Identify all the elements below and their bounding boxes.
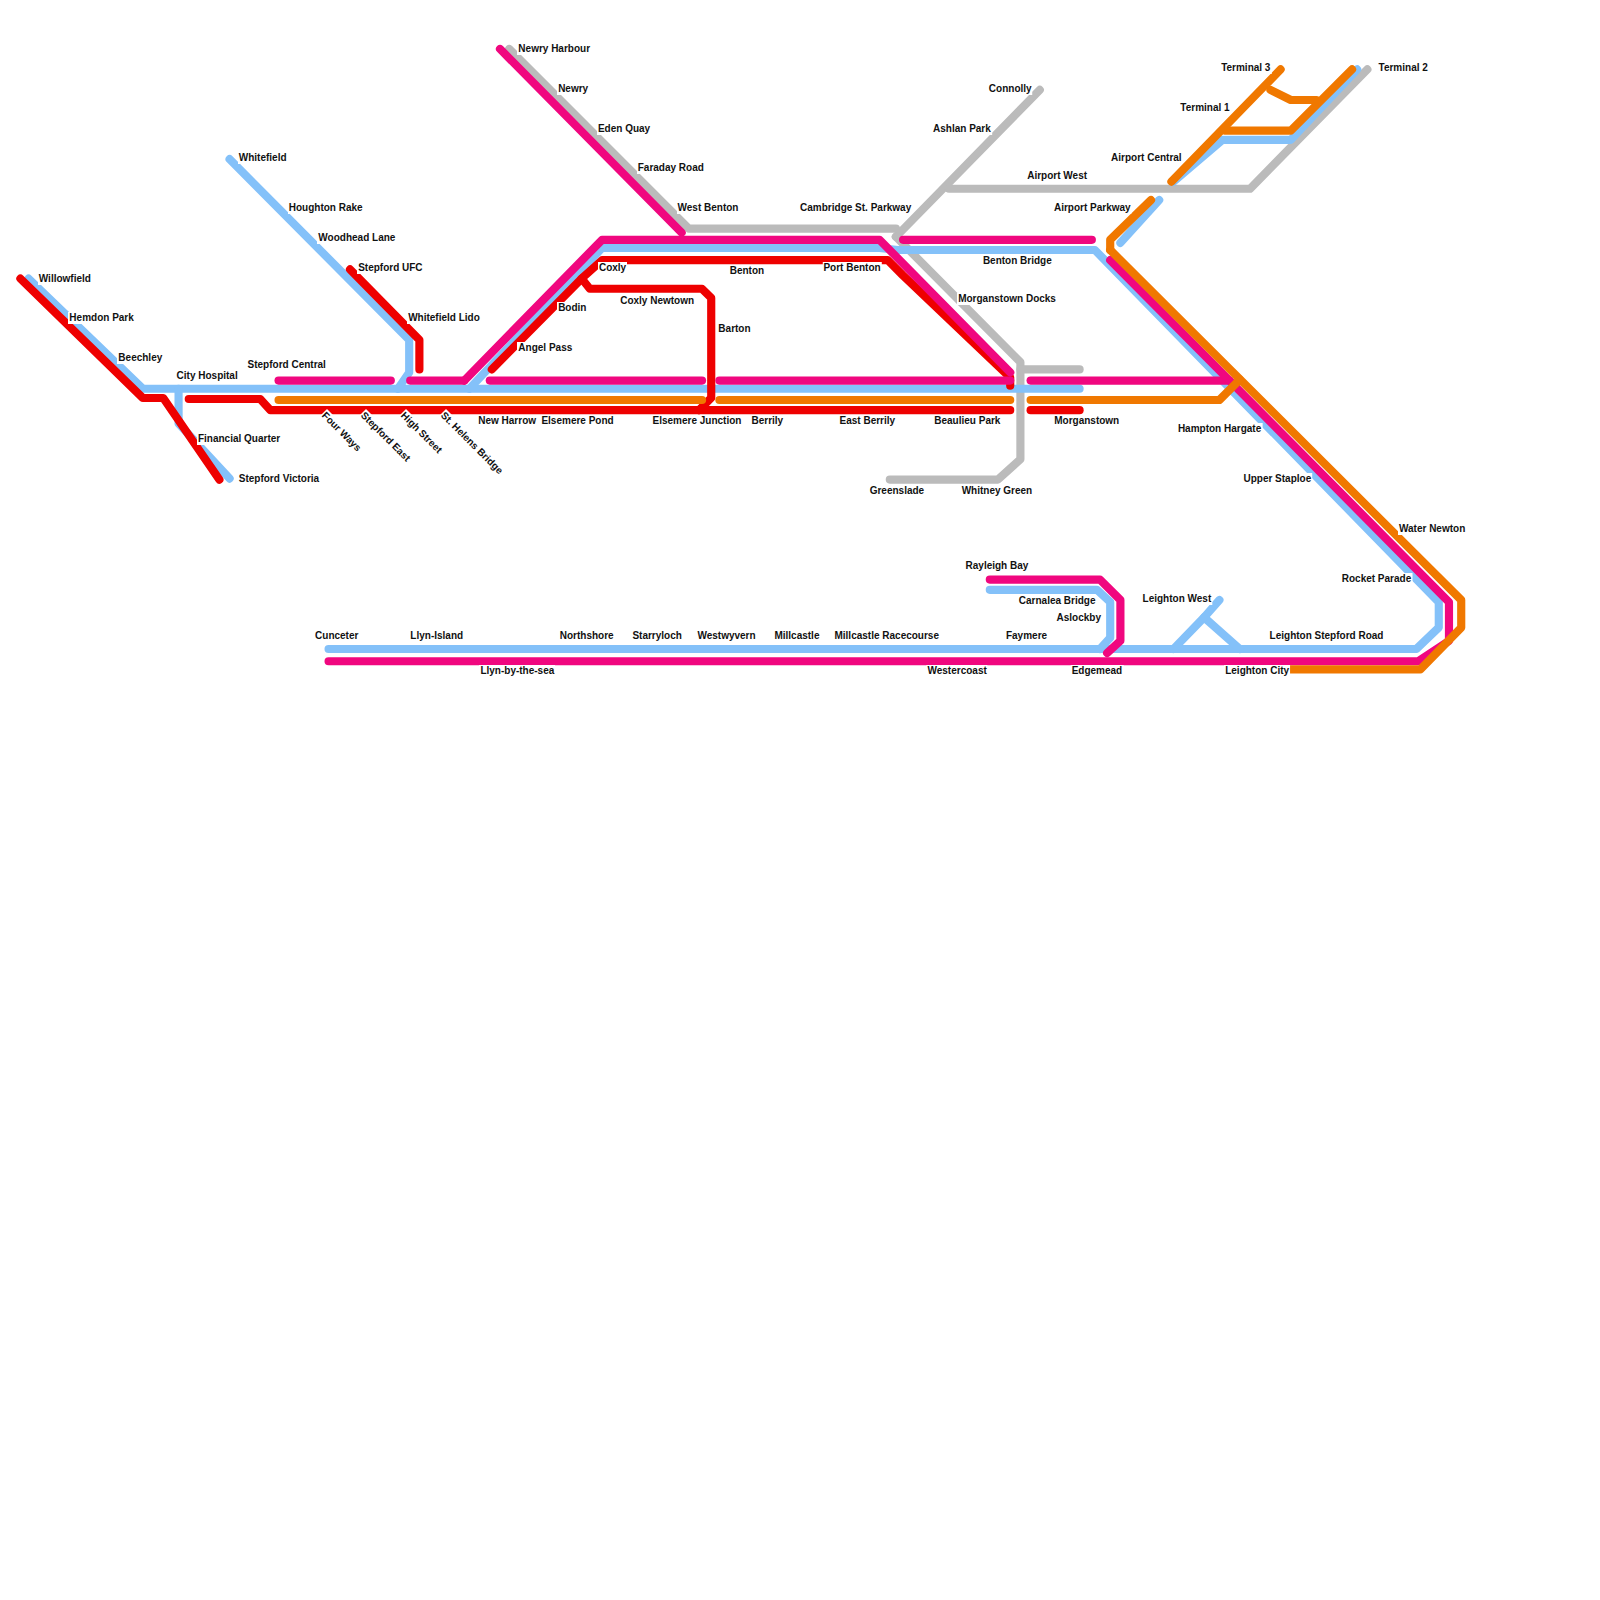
station-label: Stepford Central — [247, 359, 327, 371]
station-label: Benton — [729, 265, 765, 277]
station-label: Stepford UFC — [357, 262, 423, 274]
station-label: Starryloch — [631, 630, 682, 642]
station-label: Willowfield — [38, 273, 92, 285]
station-label: Leighton West — [1142, 593, 1213, 605]
station-label: Newry — [557, 83, 589, 95]
station-label: Cunceter — [314, 630, 359, 642]
station-label: Eden Quay — [597, 123, 651, 135]
station-label: Airport West — [1026, 170, 1088, 182]
station-label: Financial Quarter — [197, 433, 281, 445]
station-label: Carnalea Bridge — [1018, 595, 1097, 607]
station-label: Cambridge St. Parkway — [799, 202, 912, 214]
station-label: Terminal 2 — [1378, 62, 1429, 74]
station-label: Four Ways — [318, 409, 364, 455]
station-label: Houghton Rake — [288, 202, 364, 214]
station-label: Edgemead — [1071, 665, 1124, 677]
station-label: Benton Bridge — [982, 255, 1053, 267]
station-label: Water Newton — [1398, 523, 1466, 535]
station-label: Hampton Hargate — [1177, 423, 1262, 435]
station-label: Ashlan Park — [932, 123, 992, 135]
station-label: Westercoast — [926, 665, 987, 677]
orange-line — [279, 69, 1462, 669]
station-label: Airport Parkway — [1053, 202, 1132, 214]
station-label: Elsemere Junction — [651, 415, 742, 427]
station-label: Leighton Stepford Road — [1269, 630, 1385, 642]
station-label: Airport Central — [1110, 152, 1183, 164]
station-label: Connolly — [988, 83, 1033, 95]
station-label: Coxly — [598, 262, 627, 274]
station-label: Angel Pass — [517, 342, 573, 354]
station-label: West Benton — [677, 202, 740, 214]
station-label: Newry Harbour — [517, 43, 591, 55]
station-label: Faraday Road — [637, 162, 705, 174]
blue-line — [29, 69, 1439, 649]
station-label: Northshore — [559, 630, 615, 642]
station-label: Hemdon Park — [68, 312, 134, 324]
station-label: Beaulieu Park — [933, 415, 1001, 427]
station-label: Whitefield Lido — [407, 312, 481, 324]
station-label: Port Benton — [822, 262, 881, 274]
station-label: East Berrily — [839, 415, 897, 427]
station-label: Morganstown Docks — [957, 293, 1057, 305]
station-label: Faymere — [1005, 630, 1048, 642]
station-label: Millcastle Racecourse — [833, 630, 940, 642]
station-label: Barton — [717, 323, 751, 335]
station-label: Stepford Victoria — [238, 473, 320, 485]
station-label: Bodin — [557, 302, 587, 314]
station-label: Rocket Parade — [1341, 573, 1412, 585]
station-label: Whitney Green — [961, 485, 1034, 497]
station-label: Greenslade — [869, 485, 925, 497]
station-label: Morganstown — [1053, 415, 1120, 427]
station-label: Elsemere Pond — [540, 415, 614, 427]
station-label: Westwyvern — [696, 630, 756, 642]
station-label: Terminal 1 — [1179, 102, 1230, 114]
station-label: Llyn-by-the-sea — [479, 665, 555, 677]
pink-line — [279, 49, 1449, 661]
station-label: Millcastle — [773, 630, 820, 642]
station-label: City Hospital — [176, 370, 239, 382]
station-label: Llyn-Island — [409, 630, 464, 642]
station-label: Upper Staploe — [1242, 473, 1312, 485]
station-label: Woodhead Lane — [317, 232, 396, 244]
station-label: Aslockby — [1056, 612, 1102, 624]
station-label: New Harrow — [477, 415, 537, 427]
station-label: Beechley — [117, 352, 163, 364]
station-label: Leighton City — [1224, 665, 1290, 677]
station-label: Whitefield — [238, 152, 288, 164]
station-label: Berrily — [751, 415, 785, 427]
station-label: Coxly Newtown — [619, 295, 695, 307]
station-label: Rayleigh Bay — [965, 560, 1030, 572]
station-label: Terminal 3 — [1220, 62, 1271, 74]
